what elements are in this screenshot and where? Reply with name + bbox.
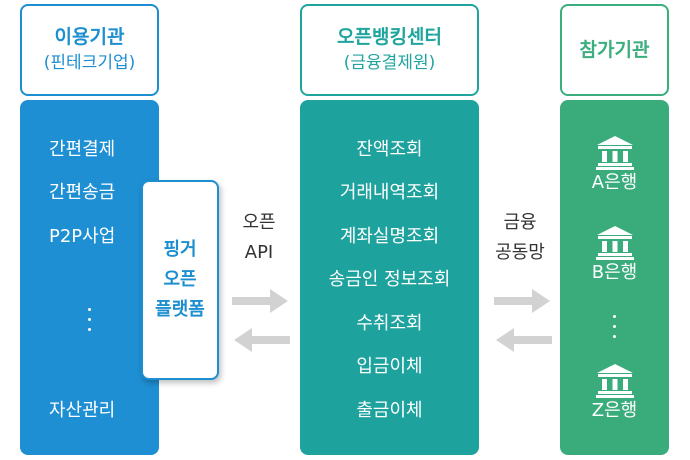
open-banking-center-subtitle: (금융결제원) [343, 53, 436, 73]
connector-label-line: API [244, 242, 274, 263]
user-institution-title: 이용기관 [54, 26, 125, 48]
ellipsis-dots [613, 315, 616, 338]
api-service-item: 송금인 정보조회 [328, 269, 451, 290]
user-institution-body: 간편결제 간편송금 P2P사업 자산관리 [20, 100, 159, 455]
api-service-item: 수취조회 [356, 313, 423, 334]
platform-label-line: 핑거 [163, 239, 197, 260]
bank-entry: A은행 [560, 134, 669, 194]
bank-name: A은행 [591, 172, 638, 193]
bank-name: B은행 [591, 262, 638, 283]
open-api-label: 오픈 API [228, 208, 290, 268]
participant-institution-title: 참가기관 [579, 39, 650, 61]
service-item: 자산관리 [49, 400, 116, 421]
service-item: 간편송금 [49, 182, 116, 203]
user-institution-header: 이용기관 (핀테크기업) [20, 4, 159, 96]
arrow-left-icon [234, 328, 290, 352]
participant-institution-body: A은행 B은행 Z [560, 100, 669, 455]
service-item: P2P사업 [49, 226, 116, 247]
financial-network-label: 금융 공동망 [484, 208, 556, 268]
finger-open-platform-box: 핑거 오픈 플랫폼 [141, 180, 219, 380]
user-institution-subtitle: (핀테크기업) [43, 53, 136, 73]
bank-entry: Z은행 [560, 362, 669, 422]
bank-entry: B은행 [560, 224, 669, 284]
bank-building-icon [595, 226, 634, 260]
open-banking-center-title: 오픈뱅킹센터 [337, 26, 442, 48]
connector-label-line: 공동망 [495, 242, 545, 263]
service-item: 간편결제 [49, 139, 116, 160]
participant-institution-header: 참가기관 [560, 4, 669, 96]
api-service-item: 잔액조회 [356, 139, 423, 160]
api-service-item: 거래내역조회 [339, 182, 440, 203]
arrow-right-icon [232, 289, 288, 313]
ellipsis-dots [88, 308, 91, 331]
platform-label-line: 오픈 [163, 269, 197, 290]
api-service-item: 입금이체 [356, 356, 423, 377]
arrow-right-icon [494, 289, 550, 313]
open-banking-center-header: 오픈뱅킹센터 (금융결제원) [300, 4, 479, 96]
arrow-left-icon [496, 328, 552, 352]
connector-label-line: 오픈 [242, 212, 276, 233]
open-banking-center-body: 잔액조회 거래내역조회 계좌실명조회 송금인 정보조회 수취조회 입금이체 출금… [300, 100, 479, 455]
bank-building-icon [595, 136, 634, 170]
api-service-item: 출금이체 [356, 400, 423, 421]
bank-name: Z은행 [591, 400, 638, 421]
platform-label-line: 플랫폼 [155, 299, 205, 320]
api-service-item: 계좌실명조회 [339, 226, 440, 247]
connector-label-line: 금융 [503, 212, 537, 233]
bank-building-icon [595, 364, 634, 398]
